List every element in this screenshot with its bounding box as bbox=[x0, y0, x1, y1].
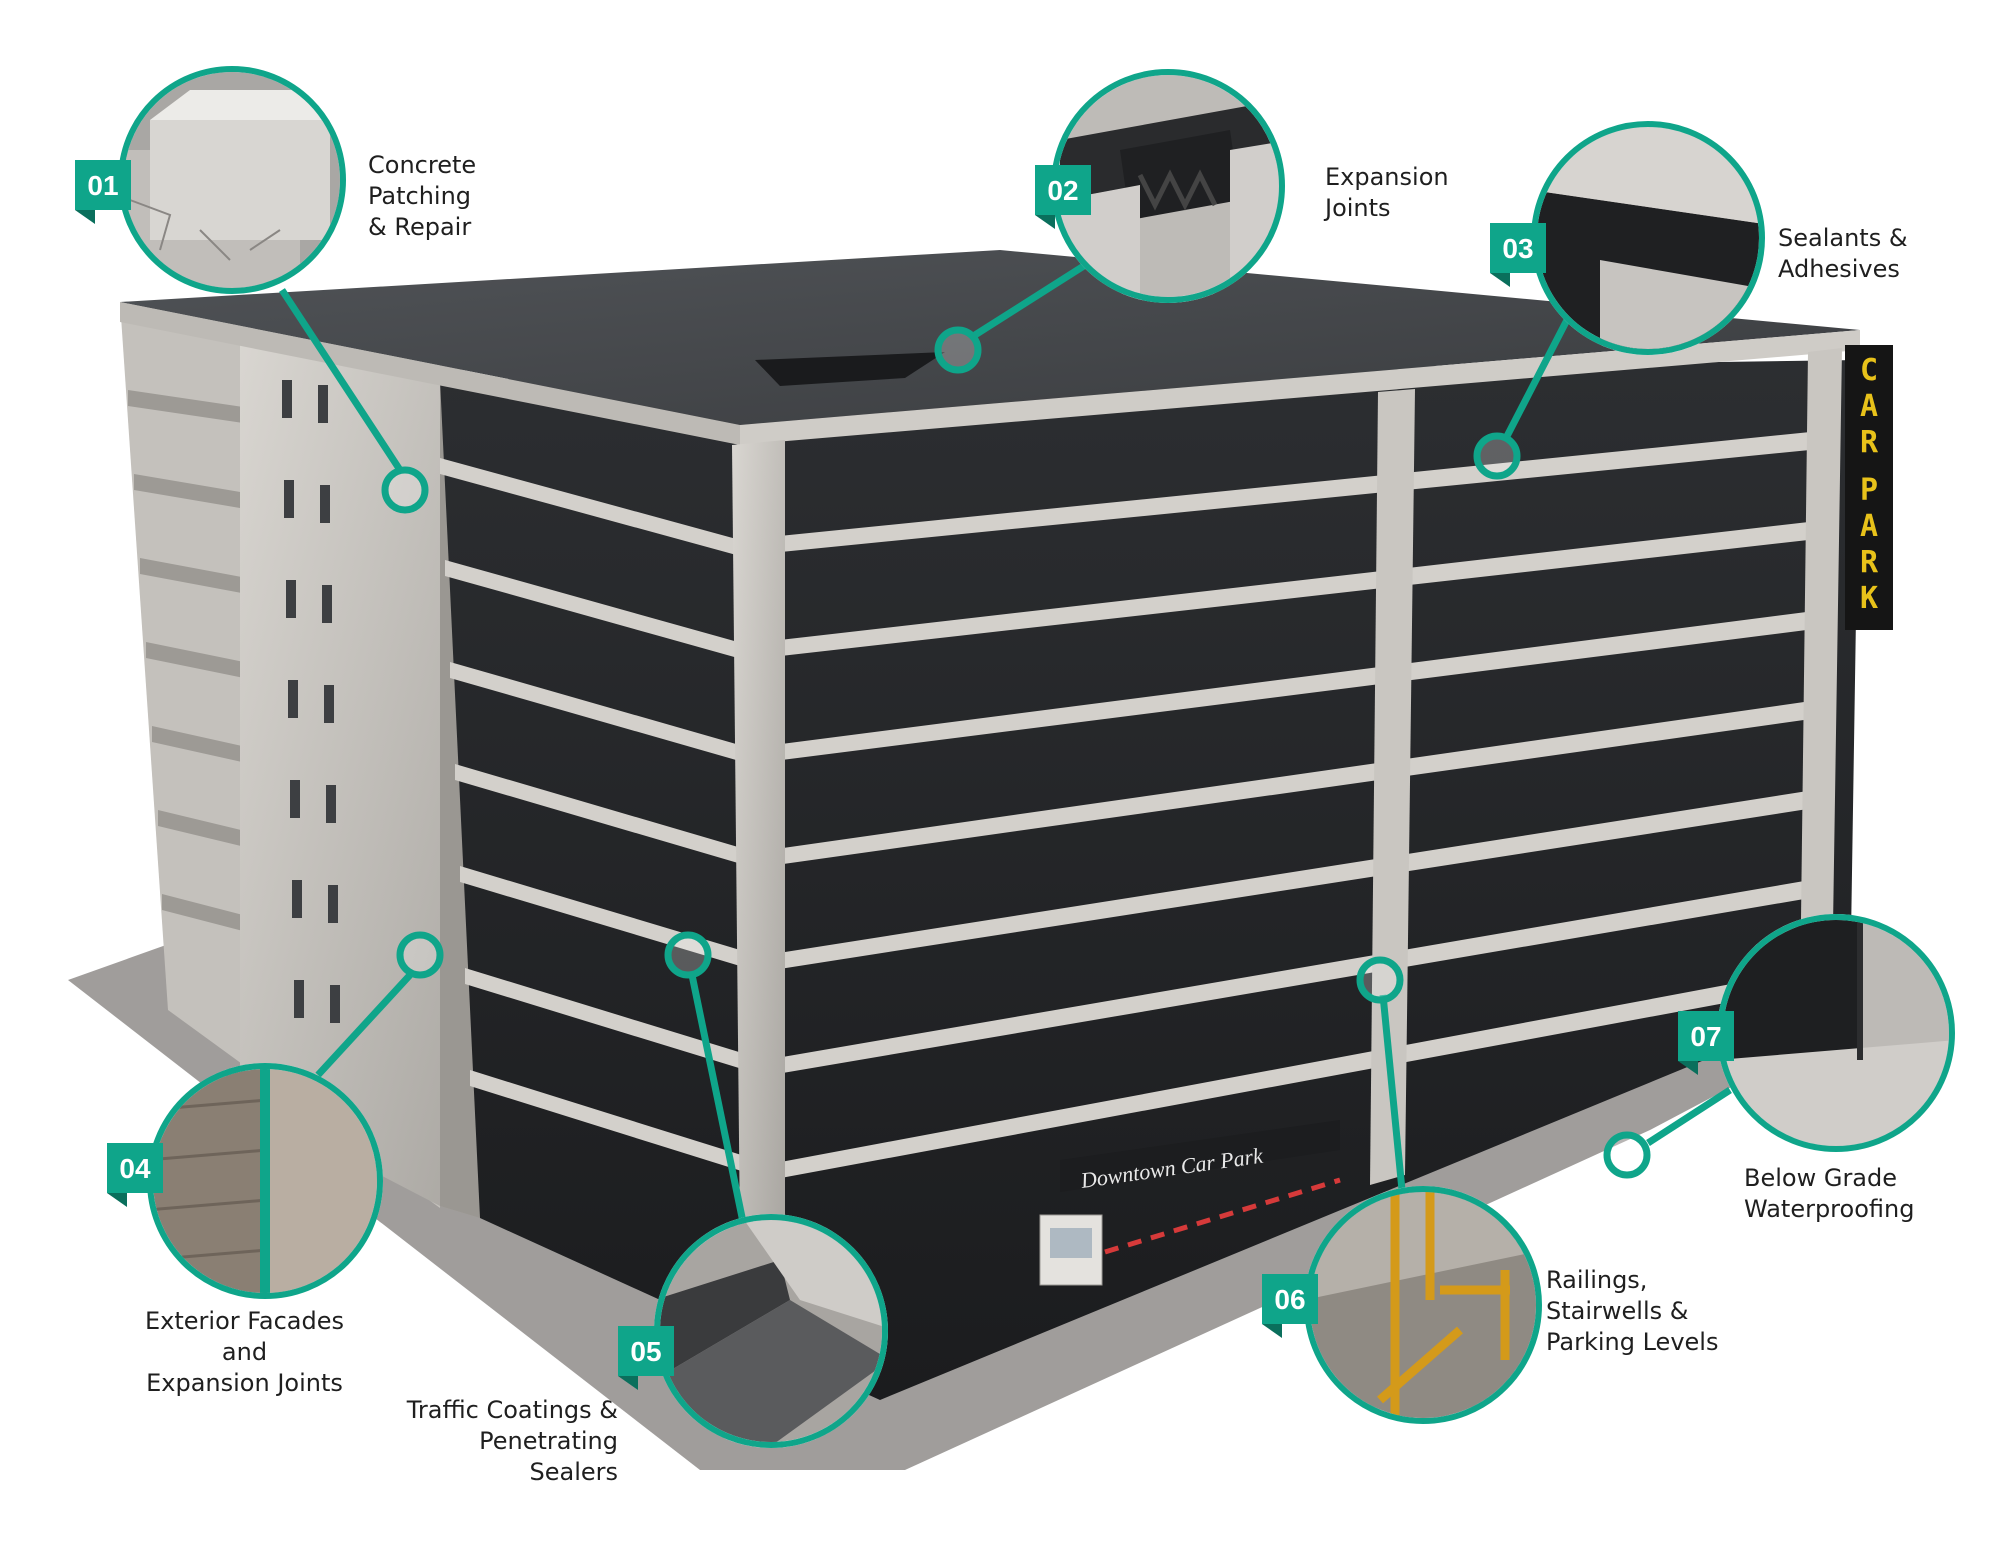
front-floor-slabs bbox=[440, 430, 1830, 1180]
badge-01: 01 bbox=[75, 160, 131, 224]
detail-circle-06 bbox=[1304, 1186, 1542, 1424]
svg-text:A: A bbox=[1860, 509, 1878, 544]
hotspot-02 bbox=[934, 326, 982, 374]
hotspot-03 bbox=[1473, 432, 1521, 480]
svg-text:05: 05 bbox=[630, 1336, 661, 1367]
svg-text:04: 04 bbox=[119, 1153, 151, 1184]
badge-06: 06 bbox=[1262, 1274, 1318, 1338]
detail-circle-05 bbox=[654, 1214, 888, 1448]
carpark-sign bbox=[1845, 345, 1893, 630]
badge-04: 04 bbox=[107, 1143, 163, 1207]
leader-lines bbox=[279, 259, 1732, 1223]
svg-text:03: 03 bbox=[1502, 233, 1533, 264]
svg-text:06: 06 bbox=[1274, 1284, 1305, 1315]
hotspot-06 bbox=[1356, 956, 1404, 1004]
carpark-sign-letters: C A R P A R K bbox=[1860, 353, 1879, 616]
label-07: Below Grade Waterproofing bbox=[1744, 1164, 1915, 1223]
end-column bbox=[1800, 348, 1842, 1000]
svg-text:02: 02 bbox=[1047, 175, 1078, 206]
svg-text:R: R bbox=[1860, 545, 1879, 580]
svg-text:07: 07 bbox=[1690, 1021, 1721, 1052]
badge-05: 05 bbox=[618, 1326, 674, 1390]
corner-column bbox=[732, 440, 785, 1250]
detail-circle-01 bbox=[118, 66, 346, 294]
roof-deck bbox=[120, 250, 1860, 425]
hotspot-04 bbox=[396, 931, 444, 979]
svg-text:01: 01 bbox=[87, 170, 118, 201]
hotspot-01 bbox=[381, 466, 429, 514]
badge-03: 03 bbox=[1490, 223, 1546, 287]
roof-hatch bbox=[755, 352, 945, 386]
label-05: Traffic Coatings & Penetrating Sealers bbox=[406, 1396, 618, 1486]
svg-text:R: R bbox=[1860, 425, 1879, 460]
roof-edge-left bbox=[120, 302, 740, 445]
middle-column bbox=[1370, 389, 1415, 1185]
label-02: Expansion Joints bbox=[1325, 163, 1449, 222]
svg-text:P: P bbox=[1860, 473, 1878, 508]
entrance-sign-board bbox=[1060, 1120, 1340, 1192]
hotspot-05 bbox=[664, 931, 712, 979]
svg-text:C: C bbox=[1860, 353, 1878, 388]
hotspot-rings bbox=[381, 326, 1651, 1179]
badge-07: 07 bbox=[1678, 1011, 1734, 1075]
svg-text:K: K bbox=[1860, 581, 1878, 616]
detail-circle-03 bbox=[1531, 121, 1765, 355]
svg-text:A: A bbox=[1860, 389, 1878, 424]
front-deck-area bbox=[440, 360, 1860, 1400]
label-01: Concrete Patching & Repair bbox=[368, 151, 477, 241]
roof-edge-right bbox=[740, 330, 1860, 445]
label-04: Exterior Facades and Expansion Joints bbox=[145, 1307, 344, 1397]
hotspot-07 bbox=[1603, 1131, 1651, 1179]
detail-circle-07 bbox=[1717, 914, 1955, 1152]
badge-02: 02 bbox=[1035, 165, 1091, 229]
label-03: Sealants & Adhesives bbox=[1778, 224, 1908, 283]
label-06: Railings, Stairwells & Parking Levels bbox=[1546, 1266, 1719, 1356]
stair-core-windows bbox=[282, 380, 340, 1023]
number-badges: 01 02 03 04 05 06 07 bbox=[75, 160, 1734, 1390]
barrier-arm bbox=[1104, 1177, 1341, 1255]
